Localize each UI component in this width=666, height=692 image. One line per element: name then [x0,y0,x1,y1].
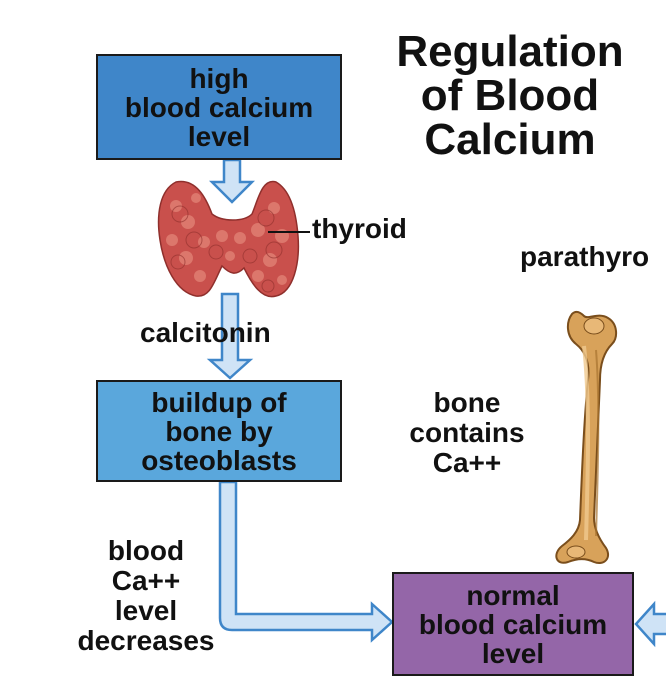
parathyroid-label: parathyro [520,241,650,272]
arrow-thyroid-to-buildup [206,292,254,380]
arrow-right-to-normal [634,600,666,648]
arrow-buildup-to-normal [218,480,394,643]
bone-contains-calcium-label: bone contains Ca++ [409,387,525,478]
high-blood-calcium-box: high blood calcium level [96,54,342,160]
thyroid-label: thyroid [312,213,407,244]
arrow-high-to-thyroid [208,158,256,204]
calcitonin-label: calcitonin [140,317,271,348]
normal-blood-calcium-box: normal blood calcium level [392,572,634,676]
calcium-level-decreases-label: blood Ca++ level decreases [77,535,215,656]
bone-illustration [555,310,618,564]
diagram-title: Regulation of Blood Calcium [396,27,624,164]
bone-buildup-box: buildup of bone by osteoblasts [96,380,342,482]
thyroid-gland-illustration [157,180,300,298]
